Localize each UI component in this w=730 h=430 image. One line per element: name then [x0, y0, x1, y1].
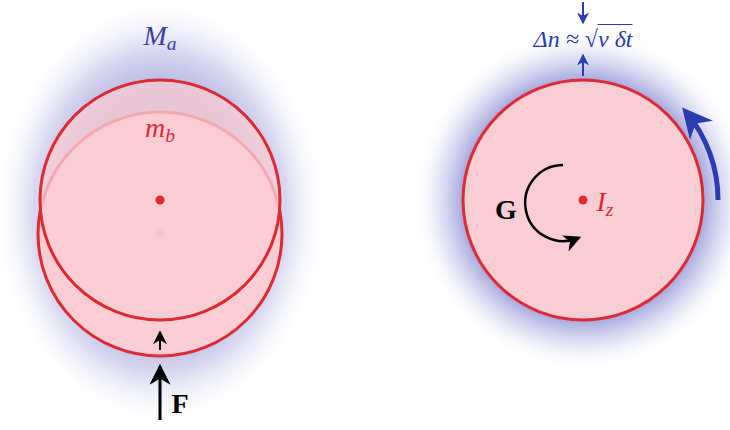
torque-arrow: [525, 165, 578, 241]
thickness-arrow: [582, 2, 584, 22]
center-dot: [579, 196, 588, 205]
body-mass: mb: [145, 114, 175, 145]
body-outline: [463, 80, 703, 320]
force-label: F: [171, 390, 188, 418]
moment-of-inertia: Iz: [597, 188, 614, 219]
displacement-arrow: [159, 333, 161, 350]
body-circle: G Iz: [461, 78, 705, 322]
thickness-arrow: [582, 56, 584, 76]
added-mass-label: Ma: [143, 22, 176, 53]
boundary-layer-halo: [413, 30, 730, 370]
center-dot: [156, 196, 165, 205]
added-mass-halo: [0, 0, 328, 427]
body-outline: [40, 80, 280, 320]
boundary-thickness-label: Δn ≈ √ν δt: [534, 27, 633, 51]
torque-label: G: [495, 196, 517, 224]
force-arrow: [159, 368, 162, 420]
body-circle: mb: [38, 78, 282, 322]
